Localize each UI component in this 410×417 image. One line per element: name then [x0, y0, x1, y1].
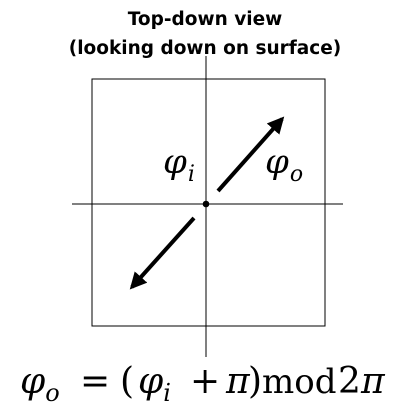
formula-phi-o: φ: [20, 361, 46, 402]
formula-pi-2: π: [360, 361, 386, 402]
formula-plus: +: [190, 361, 220, 402]
title-line-1: Top-down view: [127, 9, 283, 30]
surface-square: [91, 78, 326, 327]
formula-two: 2: [338, 361, 361, 402]
title-line-2: (looking down on surface): [68, 38, 342, 59]
svg-text:φi: φi: [138, 361, 171, 407]
incoming-direction-arrow: [129, 216, 196, 290]
formula-pi: π: [225, 361, 251, 402]
origin-dot: [202, 200, 210, 208]
formula-equals: =: [80, 361, 110, 402]
reflection-formula: φo = ( φi + π ) mod 2 π: [20, 361, 386, 407]
svg-text:φo: φo: [20, 361, 60, 407]
formula-mod: mod: [262, 362, 336, 402]
formula-phi-i: φ: [138, 361, 164, 402]
phi-o-label: φo: [265, 142, 303, 187]
phi-i-label: φi: [163, 142, 195, 187]
outgoing-direction-arrow: [216, 116, 285, 193]
formula-open-paren: (: [120, 361, 134, 402]
formula-close-paren: ): [248, 361, 262, 402]
